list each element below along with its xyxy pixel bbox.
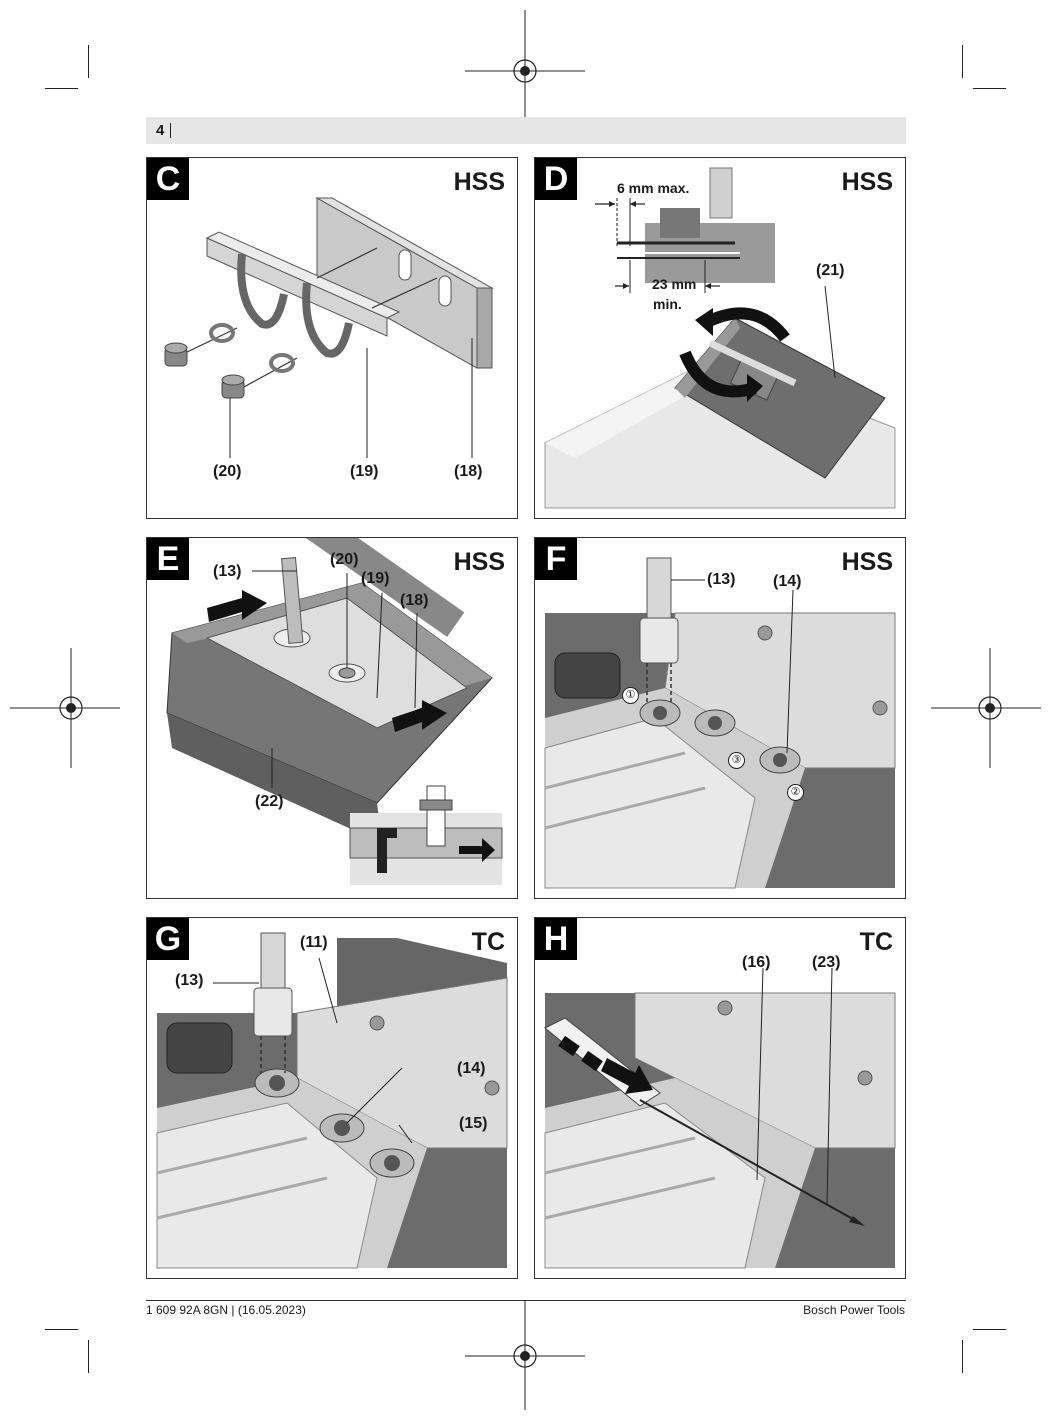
crop-mark xyxy=(962,1340,963,1373)
step-2-marker: ② xyxy=(787,784,804,801)
crop-mark xyxy=(962,45,963,78)
figure-panel-f: F HSS (13) (14) ① ② ③ xyxy=(534,537,906,899)
dimension-min-value: 23 mm xyxy=(652,276,697,292)
dimension-min-word: min. xyxy=(653,296,682,312)
callout-18: (18) xyxy=(400,592,429,609)
tc-blade-screw-illustration xyxy=(156,932,508,1269)
footer-doc-id: 1 609 92A 8GN | (16.05.2023) xyxy=(146,1303,306,1317)
page-number: 4 xyxy=(156,122,165,139)
registration-mark-top xyxy=(465,10,585,120)
callout-23: (23) xyxy=(812,954,841,971)
page-number-divider xyxy=(170,123,171,138)
page-header: 4 xyxy=(146,117,906,144)
figure-panel-g: G TC (11) (13) (14) (15) xyxy=(146,917,518,1279)
callout-19: (19) xyxy=(350,463,379,480)
crop-mark xyxy=(973,88,1006,89)
step-3-marker: ③ xyxy=(728,752,745,769)
callout-20: (20) xyxy=(330,551,359,568)
blade-gauge-illustration xyxy=(544,167,896,509)
registration-mark-bottom xyxy=(465,1300,585,1410)
panel-letter: D xyxy=(535,158,577,200)
callout-20: (20) xyxy=(213,463,242,480)
registration-mark-left xyxy=(10,648,120,768)
crop-mark xyxy=(88,45,89,78)
material-label: TC xyxy=(471,928,505,956)
callout-22: (22) xyxy=(255,793,284,810)
callout-14: (14) xyxy=(773,573,802,590)
crop-mark xyxy=(45,1329,78,1330)
callout-16: (16) xyxy=(742,954,771,971)
screw-tightening-illustration xyxy=(544,557,896,889)
material-label: HSS xyxy=(841,168,893,196)
material-label: HSS xyxy=(453,548,505,576)
figure-panel-e: E HSS (13) (20) (19) (18) (22) xyxy=(146,537,518,899)
callout-21: (21) xyxy=(816,262,845,279)
step-1-marker: ① xyxy=(622,687,639,704)
panel-letter: F xyxy=(535,538,577,580)
callout-11: (11) xyxy=(300,934,328,951)
panel-letter: H xyxy=(535,918,577,960)
panel-letter: C xyxy=(147,158,189,200)
panel-letter: G xyxy=(147,918,189,960)
callout-18: (18) xyxy=(454,463,483,480)
figure-panel-d: D HSS 6 mm max. 23 mm min. (21) xyxy=(534,157,906,519)
figure-panel-h: H TC (16) (23) xyxy=(534,917,906,1279)
footer-brand: Bosch Power Tools xyxy=(803,1303,905,1317)
tc-blade-alignment-illustration xyxy=(544,967,896,1269)
registration-mark-right xyxy=(931,648,1041,768)
callout-19: (19) xyxy=(361,570,390,587)
crop-mark xyxy=(973,1329,1006,1330)
dimension-max-label: 6 mm max. xyxy=(617,180,690,196)
blade-clamp-parts-illustration xyxy=(164,197,494,458)
callout-13: (13) xyxy=(213,563,242,580)
callout-13: (13) xyxy=(175,972,204,989)
footer-divider xyxy=(146,1300,906,1301)
blade-insertion-illustration xyxy=(166,538,503,885)
figure-panel-c: C HSS (20) (19) (18) xyxy=(146,157,518,519)
material-label: HSS xyxy=(453,168,505,196)
callout-14: (14) xyxy=(457,1060,486,1077)
crop-mark xyxy=(45,88,78,89)
callout-13: (13) xyxy=(707,571,736,588)
material-label: HSS xyxy=(841,548,893,576)
crop-mark xyxy=(88,1340,89,1373)
material-label: TC xyxy=(859,928,893,956)
callout-15: (15) xyxy=(459,1115,488,1132)
panel-letter: E xyxy=(147,538,189,580)
